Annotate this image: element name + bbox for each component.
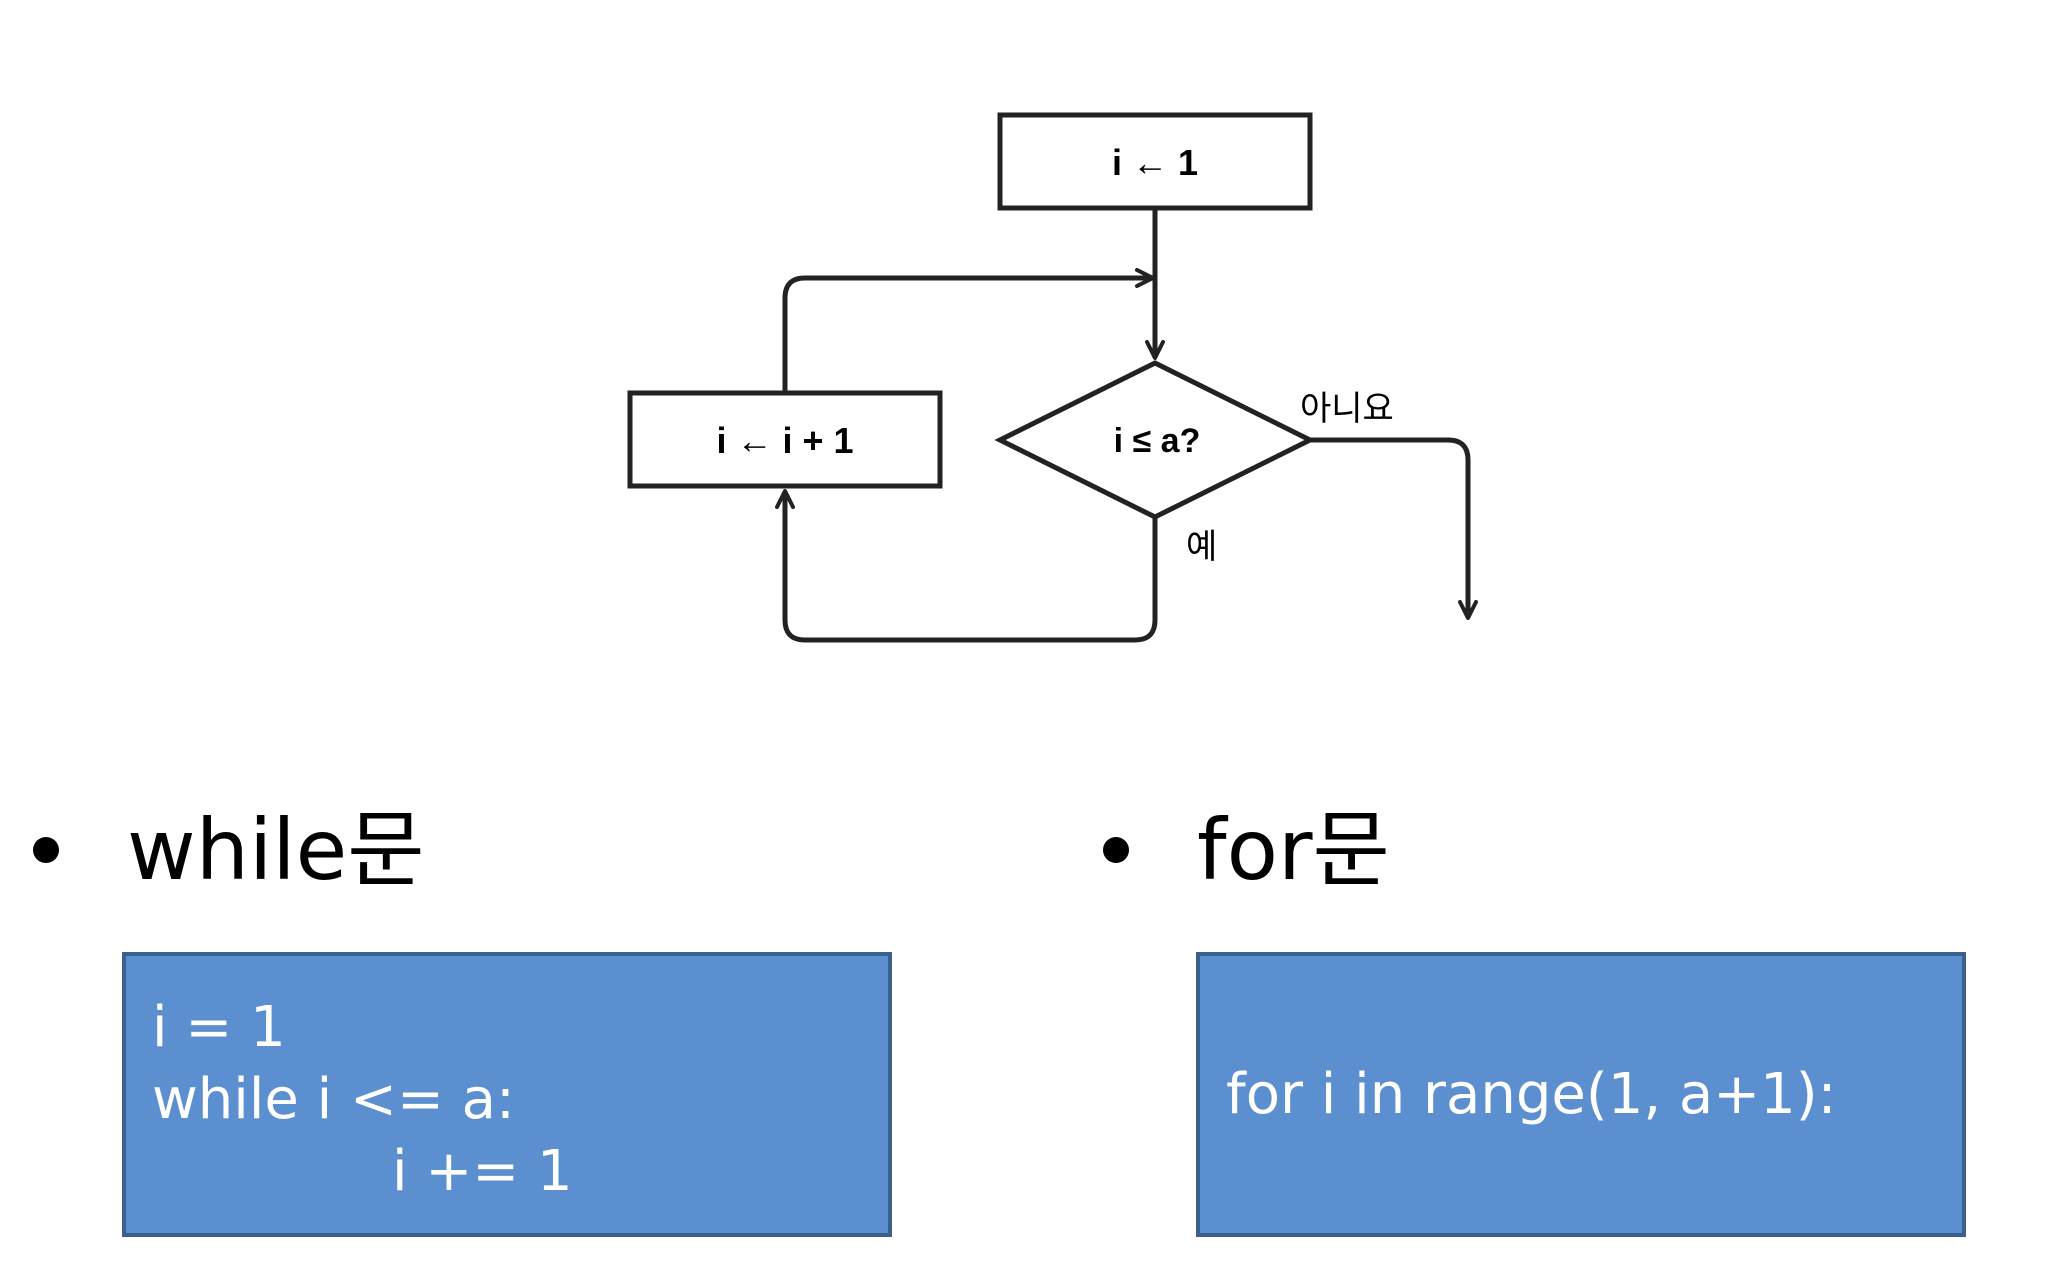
code-line: for i in range(1, a+1): (1226, 1061, 1837, 1127)
for-title: for문 (1197, 801, 1390, 899)
increment-box (627, 390, 943, 489)
increment-box-label: i ← i + 1 (716, 420, 853, 461)
no-label: 아니요 (1300, 389, 1394, 429)
init-box-label: i ← 1 (1112, 142, 1198, 183)
yes-branch-arrow (775, 489, 1158, 643)
loop-back-arrow (782, 268, 1155, 393)
no-branch-arrow (1310, 437, 1478, 620)
while-title: while문 (127, 801, 425, 899)
yes-label: 예 (1186, 527, 1217, 567)
bullet-dot (33, 837, 59, 863)
while-code-box: i = 1 while i <= a: i += 1 (122, 952, 892, 1237)
init-box (997, 112, 1313, 211)
code-line: i = 1 (152, 995, 286, 1060)
for-code-box: for i in range(1, a+1): (1196, 952, 1966, 1237)
while-bullet: while문 (33, 790, 425, 910)
code-line: i += 1 (392, 1139, 573, 1204)
loop-flowchart: i ← 1 i ≤ a? i ← i + 1 아니요 예 (627, 112, 1478, 643)
code-line: while i <= a: (152, 1067, 515, 1132)
bullet-dot (1103, 837, 1129, 863)
for-bullet: for문 (1103, 790, 1390, 910)
condition-label: i ≤ a? (1114, 422, 1201, 460)
